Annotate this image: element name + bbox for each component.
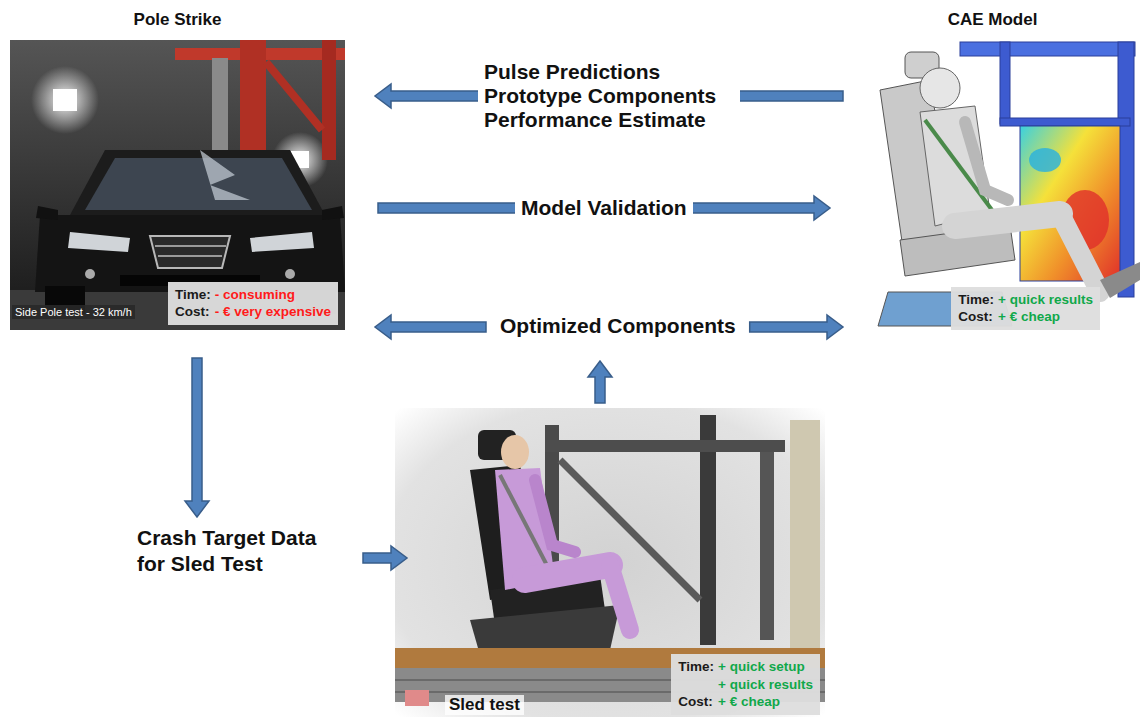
headlight	[68, 232, 130, 252]
block-arrow	[185, 358, 209, 517]
fog-light	[85, 269, 95, 279]
frame-beam	[545, 440, 785, 452]
info-text: + € cheap	[998, 308, 1093, 326]
dummy-arm	[965, 122, 1008, 200]
info-text: + € cheap	[718, 693, 813, 711]
panel-heading: Pole Strike	[5, 10, 350, 30]
glass-splash	[200, 150, 250, 200]
rig-brace	[266, 62, 322, 130]
panel-heading: CAE Model	[845, 10, 1140, 30]
sled-test-photo	[395, 408, 825, 717]
flow-text: Crash Target Data for Sled Test	[137, 525, 329, 577]
info-text: + quick results	[998, 291, 1093, 309]
grille-slats	[155, 246, 226, 256]
info-text: Time:	[175, 286, 211, 304]
info-text: Cost:	[678, 693, 714, 711]
car-windshield	[85, 158, 312, 210]
dummy-head	[920, 68, 960, 108]
dummy-thigh	[525, 565, 610, 580]
seat-base	[470, 605, 620, 655]
frame-beam	[1000, 118, 1130, 126]
dummy-head	[501, 435, 529, 469]
photo-ground	[395, 408, 825, 717]
info-box: Time:+ quick resultsCost:+ € cheap	[951, 287, 1100, 330]
flow-label: Optimized Components	[496, 313, 740, 339]
lab-wall	[790, 420, 820, 648]
photo-panel: Sled test Time:+ quick setup+ quick resul…	[395, 405, 825, 717]
stress-zone	[1029, 148, 1061, 172]
block-arrow	[750, 315, 843, 339]
car-mirror	[322, 206, 344, 220]
info-text: Cost:	[175, 303, 211, 321]
block-arrow	[363, 546, 407, 570]
dummy-arm	[535, 480, 575, 552]
flood-light	[31, 66, 99, 134]
foot-rest	[1100, 262, 1140, 298]
door-panel-stress	[1020, 126, 1120, 281]
info-text: - € very expensive	[215, 303, 331, 321]
bumper-block	[405, 690, 429, 706]
block-arrow	[375, 315, 486, 339]
photo-panel: Pole StrikeTime:- consumingCost:- € very…	[5, 8, 350, 333]
headlight	[250, 232, 314, 252]
photo-ground	[10, 40, 345, 330]
frame-beam	[960, 42, 1135, 56]
flood-light	[53, 89, 77, 111]
info-box: Time:- consumingCost:- € very expensive	[168, 282, 338, 325]
dummy-leg	[1060, 214, 1100, 292]
info-text: - consuming	[215, 286, 331, 304]
edge-label: Model Validation	[515, 196, 693, 220]
flow-text: Optimized Components	[500, 313, 736, 339]
block-arrow	[378, 196, 830, 220]
photo-caption: Side Pole test - 32 km/h	[12, 305, 135, 319]
block-arrow	[588, 361, 612, 403]
car-mirror	[36, 206, 58, 220]
edge-label: Pulse Predictions Prototype Components P…	[478, 60, 740, 132]
info-text: + quick setup	[718, 658, 813, 676]
rig-post	[322, 40, 336, 160]
dummy-thigh	[955, 214, 1060, 226]
frame-post	[1000, 42, 1010, 124]
info-text: Time:	[678, 658, 714, 676]
fog-light	[285, 269, 295, 279]
frame-post	[760, 440, 774, 640]
car-grille	[150, 236, 230, 268]
dummy-leg	[610, 565, 630, 630]
car-body	[35, 215, 345, 292]
car-roof	[70, 150, 325, 215]
info-text: Cost:	[958, 308, 994, 326]
panel-heading: Sled test	[445, 695, 524, 715]
flow-label: Crash Target Data for Sled Test	[133, 525, 333, 577]
info-text: + quick results	[718, 676, 813, 694]
info-box: Time:+ quick setup+ quick resultsCost:+ …	[671, 654, 820, 715]
info-text: Time:	[958, 291, 994, 309]
render-panel: CAE ModelTime:+ quick resultsCost:+ € ch…	[845, 8, 1140, 333]
pole-strike-photo	[10, 40, 345, 330]
cae-model-render	[878, 42, 1140, 326]
